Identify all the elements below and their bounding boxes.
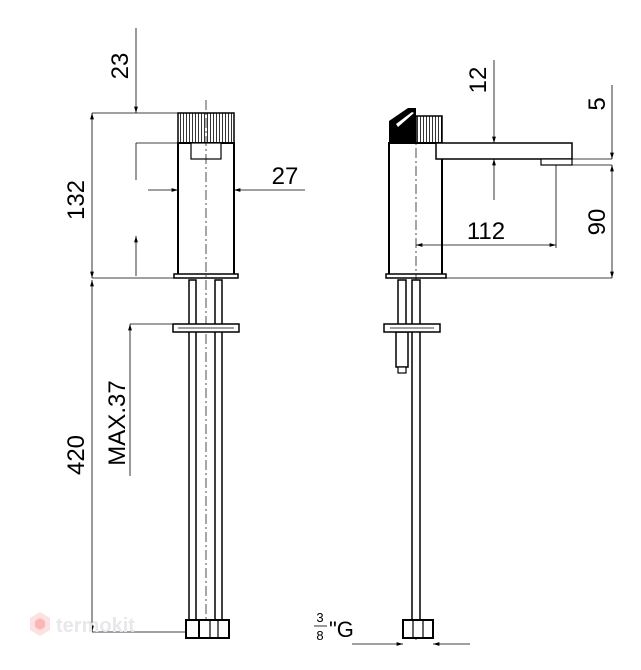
side-dimensions: 12 5 90 112: [352, 60, 614, 646]
thread-suffix: "G: [329, 617, 354, 642]
dim-27: 27: [272, 163, 299, 190]
front-nut-right: [198, 619, 230, 639]
side-spout: [435, 142, 573, 160]
dim-12: 12: [465, 67, 492, 94]
thread-denominator: 8: [316, 628, 323, 643]
thread-label: 3 8 "G: [314, 610, 354, 643]
thread-numerator: 3: [316, 610, 323, 625]
dim-max37: MAX.37: [104, 380, 131, 465]
dim-132: 132: [63, 180, 90, 220]
front-view: [172, 100, 240, 640]
side-nut: [402, 619, 434, 639]
watermark: termokit: [30, 612, 135, 637]
front-dimensions: 23 132 27 420 MAX.37: [63, 28, 305, 633]
side-view: [383, 108, 573, 640]
dim-112: 112: [467, 218, 505, 245]
dim-90: 90: [584, 209, 611, 236]
dim-5: 5: [584, 97, 611, 110]
dim-23: 23: [107, 53, 134, 80]
side-aerator: [540, 158, 573, 166]
front-nut-left: [185, 619, 200, 639]
side-body: [388, 142, 443, 277]
dim-420: 420: [63, 435, 90, 475]
watermark-text: termokit: [56, 615, 135, 637]
